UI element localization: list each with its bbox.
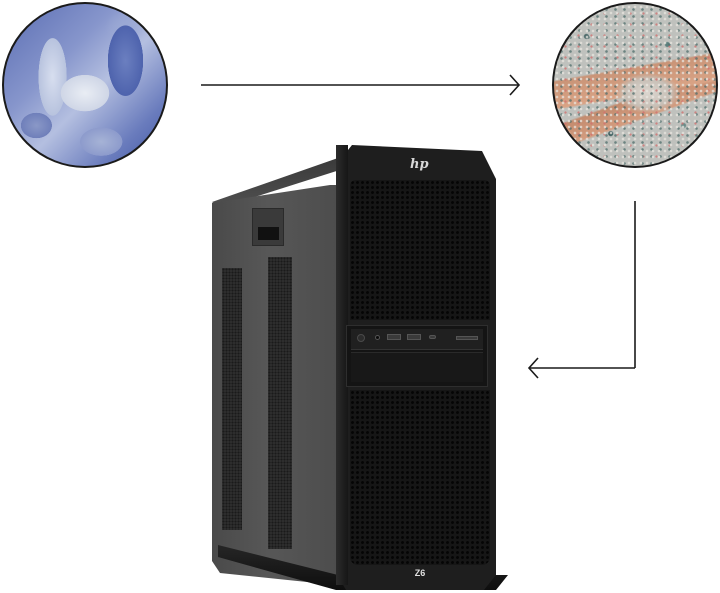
pellet-texture xyxy=(554,4,716,166)
arrow-pellets-to-workstation xyxy=(527,201,636,379)
tower-carry-handle xyxy=(252,208,284,246)
front-mesh-lower xyxy=(350,390,490,565)
side-vent-left xyxy=(222,268,242,530)
workstation-tower-image: hp Z6 xyxy=(200,140,510,593)
arrow-bottles-to-pellets xyxy=(201,74,521,96)
front-io-panel xyxy=(346,325,488,387)
recycled-pellets-image xyxy=(552,2,718,168)
card-reader-slot-icon xyxy=(456,336,478,340)
handle-slot xyxy=(258,227,279,240)
usb-a-port-icon xyxy=(387,334,401,340)
usb-a-port-icon xyxy=(407,334,421,340)
tower-front-edge xyxy=(336,145,348,585)
hp-logo-icon: hp xyxy=(410,157,429,172)
side-vent-right xyxy=(268,257,292,549)
audio-jack-icon xyxy=(375,335,380,340)
front-mesh-upper xyxy=(350,180,490,320)
io-port-strip xyxy=(351,329,483,350)
usb-c-port-icon xyxy=(429,335,436,339)
power-button-icon xyxy=(357,334,365,342)
drive-bay-cover xyxy=(351,352,483,382)
model-badge: Z6 xyxy=(414,568,426,578)
plastic-bottles-image xyxy=(2,2,168,168)
